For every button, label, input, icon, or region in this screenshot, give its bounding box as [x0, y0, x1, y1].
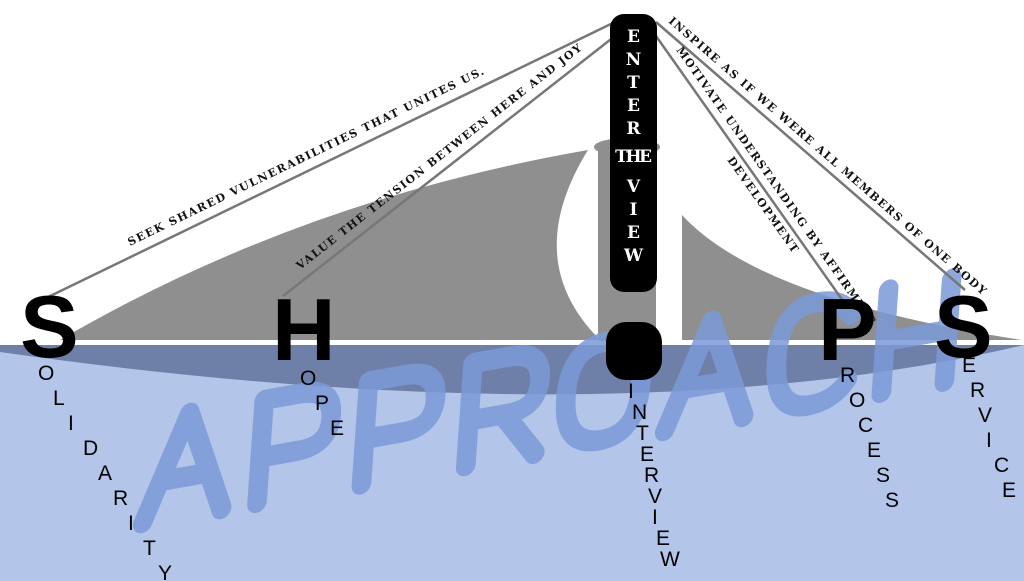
approach-watermark: [132, 268, 962, 534]
letter-h-hope: H: [272, 280, 336, 379]
watermark-glyph: [871, 268, 962, 404]
letter-s-solidarity: S: [20, 277, 79, 376]
watermark-glyph: [654, 310, 754, 442]
watermark-glyph: [455, 345, 550, 477]
watermark-glyph: [766, 291, 862, 417]
watermark-glyph: [351, 363, 446, 495]
letter-o-interview: [606, 322, 662, 380]
watermark-glyph: [132, 402, 232, 534]
left-sail: [60, 150, 600, 340]
letter-s-service: S: [934, 277, 993, 376]
letter-p-process: P: [818, 280, 877, 379]
watermark-glyph: [247, 381, 342, 514]
enter-the-view-column: [610, 14, 657, 292]
rope-lines: [41, 20, 966, 309]
right-sail: [682, 215, 1022, 340]
